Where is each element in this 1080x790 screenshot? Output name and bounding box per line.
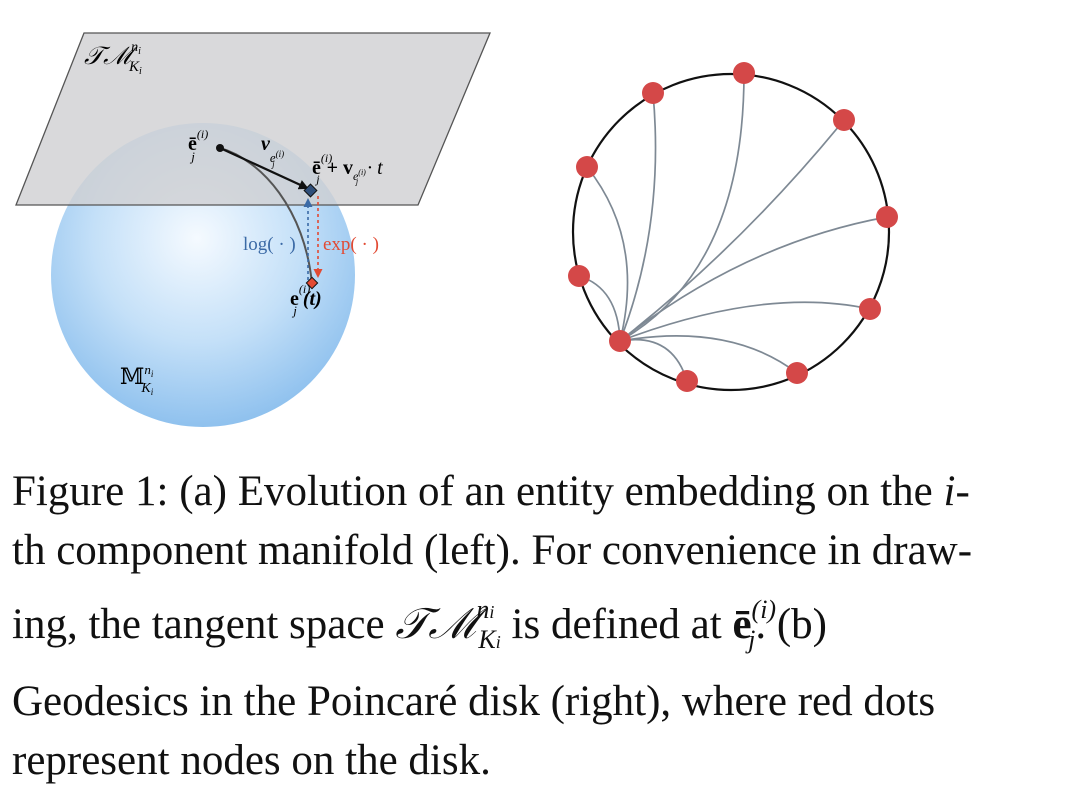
tangent-vector-arrow	[219, 147, 309, 190]
caption-e-bar-math: ē(i)j	[732, 595, 777, 654]
caption-tangent-space-math: 𝒯ℳniKi	[395, 595, 501, 654]
evolved-point-label: e(i)j(t)	[290, 282, 322, 318]
disk-nodes	[568, 62, 898, 392]
poincare-disk-boundary	[571, 72, 891, 392]
caption-line-2: th component manifold (left). For conven…	[12, 527, 973, 574]
point-e-bar-label: ē(i)j	[188, 127, 208, 164]
geodesic-to-right	[619, 216, 888, 342]
node	[568, 265, 590, 287]
node	[876, 206, 898, 228]
node	[833, 109, 855, 131]
caption-line-4: Geodesics in the Poincaré disk (right), …	[12, 678, 936, 725]
figure-caption: Figure 1: (a) Evolution of an entity emb…	[12, 462, 1068, 790]
caption-part-a: (a) Evolution of an entity embedding on …	[179, 468, 933, 515]
point-e-bar-dot	[216, 144, 224, 152]
caption-i-variable: i	[943, 468, 956, 515]
vector-label: ve(i)j	[261, 133, 284, 169]
geodesic-to-bottom	[619, 338, 688, 382]
geodesic-to-upper-right	[619, 119, 845, 342]
caption-line-5: represent nodes on the disk.	[12, 737, 491, 784]
caption-line-3-start: ing, the tangent space	[12, 601, 385, 648]
geodesic-to-left	[578, 275, 621, 342]
endpoint-label: ē(i)j + ve(i)j · t	[312, 151, 383, 186]
node	[786, 362, 808, 384]
node	[733, 62, 755, 84]
caption-hyphen: -	[955, 468, 970, 515]
geodesic-to-lower-right	[619, 301, 871, 342]
log-label: log( · )	[243, 234, 296, 255]
geodesic-to-top	[619, 72, 745, 342]
exp-label: exp( · )	[323, 234, 379, 255]
node	[642, 82, 664, 104]
poincare-disk-diagram	[568, 62, 898, 392]
caption-line-3-mid: is defined at	[511, 601, 722, 648]
caption-line-3-end: . (b)	[755, 601, 827, 648]
geodesic-to-upper-left	[586, 166, 629, 342]
node	[859, 298, 881, 320]
geodesic-to-upper-left-top	[619, 92, 657, 342]
node	[576, 156, 598, 178]
evolved-point-marker	[305, 276, 319, 290]
tangent-plane	[15, 32, 491, 206]
caption-figure-label: Figure 1:	[12, 468, 169, 515]
node	[676, 370, 698, 392]
node	[609, 330, 631, 352]
endpoint-marker	[303, 183, 318, 198]
geodesic-to-bottom-right	[619, 335, 798, 374]
